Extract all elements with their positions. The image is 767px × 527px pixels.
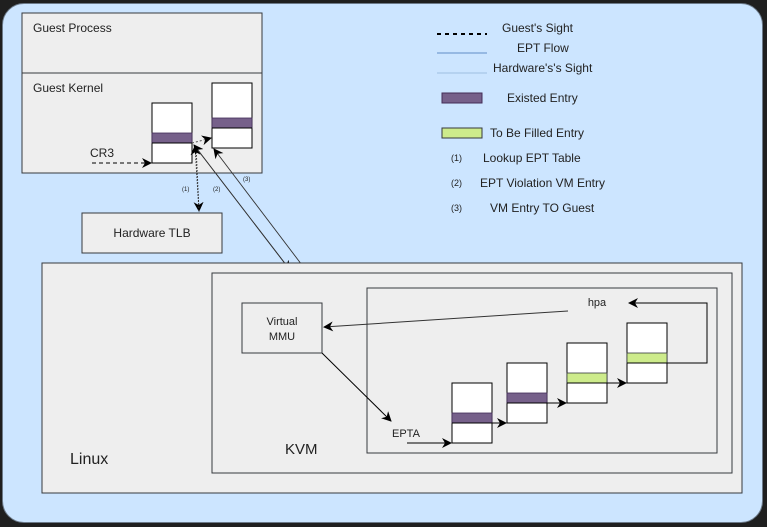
guest-table-link-arrow: [191, 135, 212, 146]
hardware-tlb-label: Hardware TLB: [113, 226, 190, 240]
ept-table-4: [626, 322, 668, 384]
epta-label: EPTA: [392, 428, 421, 440]
ept-table-2: [506, 362, 548, 424]
hpa-label: hpa: [588, 297, 607, 309]
table-to-hpa-arrow: [628, 298, 708, 364]
legend-step3-label: VM Entry TO Guest: [490, 201, 595, 215]
guest-page-table-1: [151, 102, 193, 164]
guest-page-table-2: [211, 82, 253, 149]
legend: Guest's Sight EPT Flow Hardware's's Sigh…: [437, 21, 605, 215]
linux-label: Linux: [70, 451, 108, 468]
legend-step1-num: (1): [451, 153, 462, 163]
existed-entry: [451, 412, 493, 424]
virtual-mmu-label-line1: Virtual: [267, 316, 298, 328]
to-be-filled-entry: [566, 372, 608, 384]
legend-hardware-sight-label: Hardware's's Sight: [493, 61, 593, 75]
guest-process-box: [21, 12, 263, 74]
existed-entry: [211, 117, 253, 129]
virtual-mmu-label-line2: MMU: [269, 331, 295, 343]
guest-process-label: Guest Process: [33, 21, 112, 35]
legend-step2-num: (2): [451, 178, 462, 188]
ept-violation-arrow-back: [193, 144, 291, 271]
step1-label: (1): [182, 187, 189, 193]
to-be-filled-entry: [626, 352, 668, 364]
legend-ept-flow-label: EPT Flow: [517, 41, 569, 55]
guest-kernel-label: Guest Kernel: [33, 81, 103, 95]
ept-table-1: [451, 382, 493, 444]
virtual-mmu-box: [241, 302, 323, 354]
legend-step3-num: (3): [451, 203, 462, 213]
vm-entry-guest-arrow: [213, 148, 309, 274]
ept-table-3: [566, 342, 608, 404]
legend-step2-label: EPT Violation VM Entry: [480, 176, 605, 190]
legend-step1-label: Lookup EPT Table: [483, 151, 581, 165]
existed-entry: [506, 392, 548, 404]
step2-label: (2): [213, 187, 220, 193]
hardware-tlb-box: [81, 212, 223, 254]
legend-existed-entry-swatch: [441, 92, 483, 104]
cr3-label: CR3: [90, 146, 114, 160]
existed-entry: [151, 132, 193, 144]
mmu-to-epta-arrow: [321, 352, 392, 422]
legend-to-be-filled-swatch: [441, 127, 483, 139]
step3-label: (3): [243, 177, 250, 183]
legend-existed-entry-label: Existed Entry: [507, 91, 578, 105]
hpa-to-mmu-arrow: [323, 310, 569, 332]
legend-to-be-filled-label: To Be Filled Entry: [490, 126, 584, 140]
lookup-ept-arrow: [193, 145, 204, 212]
kvm-label: KVM: [285, 441, 318, 458]
lookup-ept-arrow-back: [190, 145, 201, 212]
legend-guest-sight-label: Guest's Sight: [502, 21, 574, 35]
